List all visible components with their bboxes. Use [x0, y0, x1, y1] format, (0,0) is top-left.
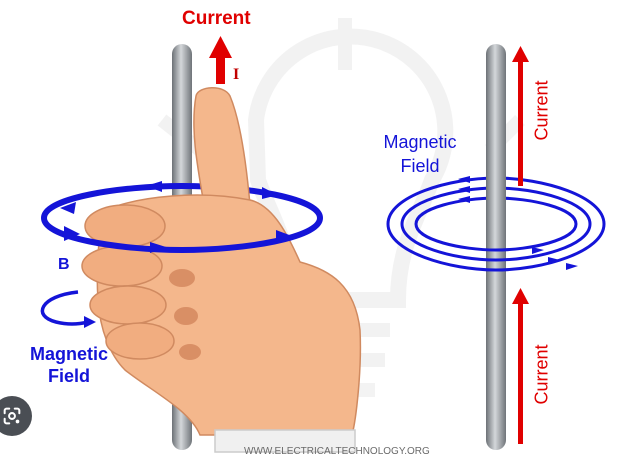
- google-lens-button[interactable]: [0, 396, 32, 436]
- field-curl-arrow-left: [40, 290, 96, 328]
- magnetic-field-label-right: Magnetic Field: [374, 130, 466, 178]
- current-arrow-up-left: [209, 36, 232, 84]
- field-arrowheads-right: [458, 176, 578, 270]
- magnetic-field-left-line1: Magnetic: [29, 344, 108, 364]
- field-ring-front-left: [41, 217, 323, 254]
- current-arrow-up-right-bottom: [512, 288, 529, 444]
- current-label-right-bottom: Current: [531, 344, 552, 405]
- right-conductor-wire: [486, 44, 506, 450]
- magnetic-field-label-left: Magnetic Field: [14, 343, 124, 387]
- field-rings-front-right: [386, 223, 606, 272]
- field-ring-back-left: [41, 182, 323, 219]
- watermark-url: WWW.ELECTRICALTECHNOLOGY.ORG: [244, 446, 430, 457]
- current-label-top: Current: [182, 8, 251, 29]
- google-lens-icon: [3, 407, 21, 425]
- field-arrowheads-left: [60, 181, 292, 253]
- current-arrow-up-right-top: [512, 46, 529, 186]
- current-symbol-label: I: [233, 66, 240, 83]
- magnetic-field-right-line2: Field: [400, 156, 440, 176]
- magnetic-field-right-line1: Magnetic: [383, 132, 457, 152]
- right-hand-graphic: [81, 87, 362, 453]
- field-symbol-label: B: [58, 256, 70, 273]
- magnetic-field-left-line2: Field: [47, 366, 90, 386]
- current-label-right-top: Current: [531, 80, 552, 141]
